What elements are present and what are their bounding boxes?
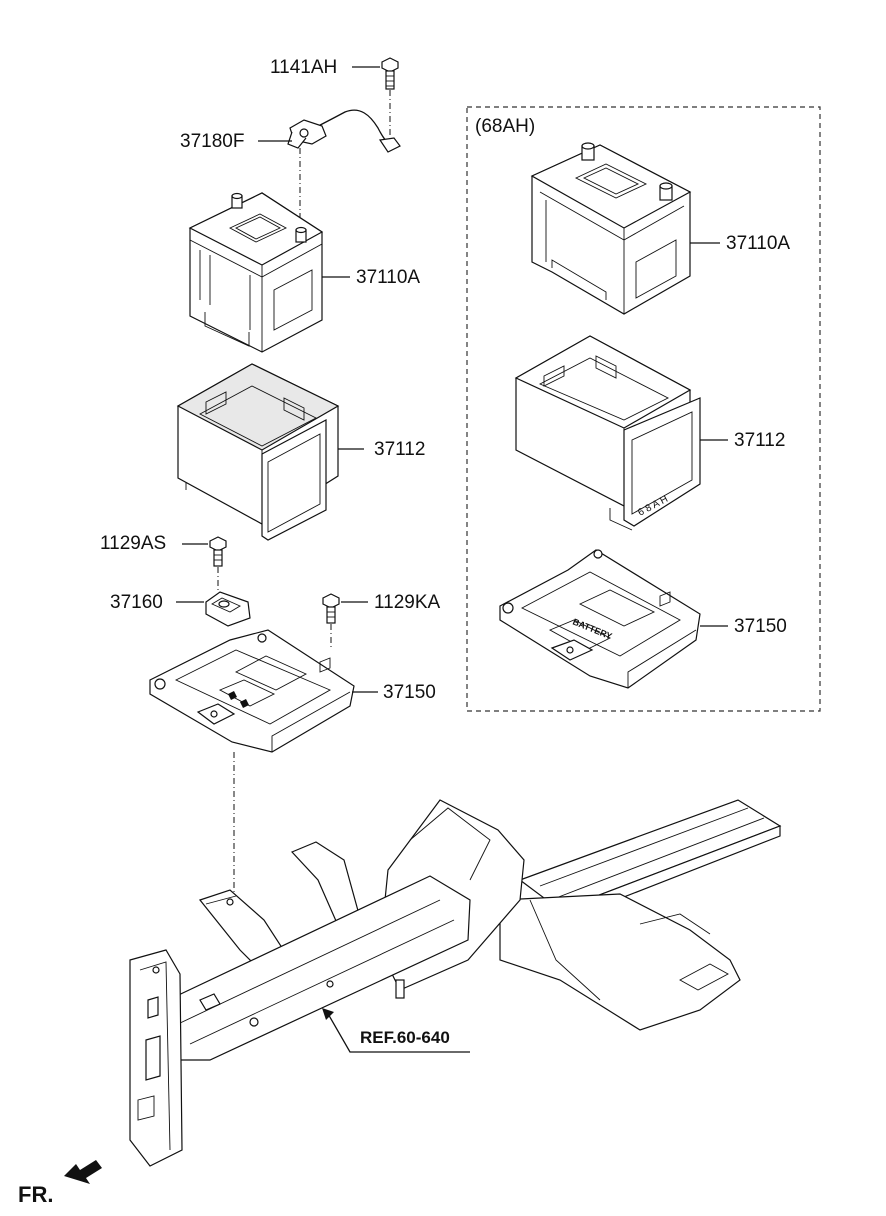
front-arrow-icon: [64, 1160, 102, 1184]
bolt-1129ka-part: [322, 593, 340, 624]
label-cover-37112-left: 37112: [374, 439, 426, 460]
clamp-37160-part: [205, 591, 251, 627]
cover-left-part: [176, 363, 340, 541]
label-bolt-1129ka: 1129KA: [374, 592, 441, 613]
label-cover-37112-right: 37112: [734, 430, 786, 451]
ref-pointer: [322, 1008, 470, 1053]
tray-right-part: BATTERY: [499, 549, 701, 689]
label-front: FR.: [18, 1182, 54, 1207]
bolt-1141ah-part: [381, 57, 399, 90]
label-battery-37110a-left: 37110A: [356, 267, 421, 288]
label-bolt-1141ah: 1141AH: [270, 57, 338, 78]
label-bolt-1129as: 1129AS: [100, 533, 167, 554]
cable-37180f-part: [287, 109, 401, 153]
label-ref-60-640: REF.60-640: [360, 1028, 450, 1047]
battery-right-part: [530, 142, 692, 315]
cover-right-part: 6 8 A H: [514, 335, 701, 531]
label-clamp-37160: 37160: [110, 592, 163, 613]
option-68ah-box: [466, 106, 821, 712]
battery-left-part: [188, 192, 324, 353]
tray-left-part: [149, 629, 355, 753]
label-cable-37180f: 37180F: [180, 131, 245, 152]
label-battery-37110a-right: 37110A: [726, 233, 791, 254]
body-frame-part: [129, 799, 782, 1167]
bolt-1129as-part: [209, 536, 227, 567]
label-option-68ah: (68AH): [475, 116, 536, 137]
label-tray-37150-left: 37150: [383, 682, 436, 703]
label-tray-37150-right: 37150: [734, 616, 787, 637]
